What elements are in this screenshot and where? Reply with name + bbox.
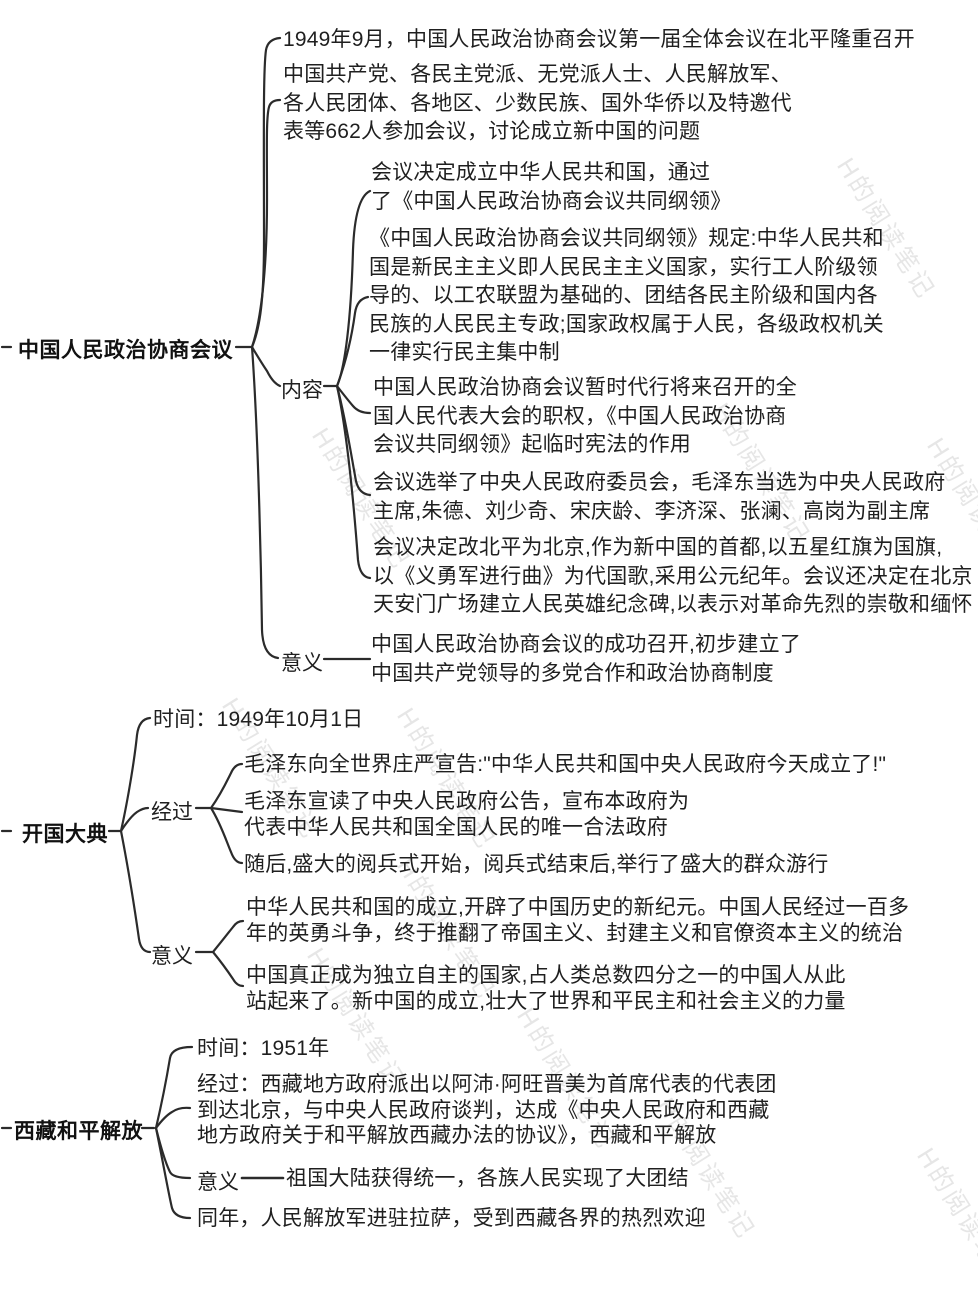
node-process-announcement: 毛泽东宣读了中央人民政府公告，宣布本政府为 代表中华人民共和国全国人民的唯一合法…: [244, 790, 690, 839]
node-tibet-significance: 祖国大陆获得统一，各族人民实现了大团结: [286, 1167, 689, 1190]
topic-tibet-liberation: 西藏和平解放: [14, 1120, 143, 1143]
label-ceremony-significance: 意义: [151, 945, 193, 968]
label-tibet-significance: 意义: [197, 1171, 239, 1194]
node-tibet-pla-lhasa: 同年，人民解放军进驻拉萨，受到西藏各界的热烈欢迎: [197, 1207, 706, 1230]
topic-founding-ceremony: 开国大典: [22, 823, 108, 846]
node-cppcc-participants: 中国共产党、各民主党派、无党派人士、人民解放军、 各人民团体、各地区、少数民族、…: [283, 63, 792, 144]
node-content-election: 会议选举了中央人民政府委员会，毛泽东当选为中央人民政府 主席,朱德、刘少奇、宋庆…: [373, 471, 946, 523]
node-tibet-process: 经过：西藏地方政府派出以阿沛·阿旺晋美为首席代表的代表团 到达北京，与中央人民政…: [197, 1073, 777, 1147]
node-ceremony-time: 时间：1949年10月1日: [153, 708, 364, 731]
label-ceremony-process: 经过: [151, 801, 193, 824]
node-cppcc-convened: 1949年9月，中国人民政治协商会议第一届全体会议在北平隆重召开: [283, 28, 915, 51]
topic-cppcc: 中国人民政治协商会议: [18, 339, 233, 362]
node-content-acting-npc: 中国人民政治协商会议暂时代行将来召开的全 国人民代表大会的职权，《中国人民政治协…: [373, 376, 797, 457]
watermark-text: H的阅读笔记: [911, 1143, 978, 1295]
label-cppcc-significance: 意义: [281, 652, 323, 675]
node-tibet-time: 时间：1951年: [197, 1037, 330, 1060]
node-process-parade: 随后,盛大的阅兵式开始，阅兵式结束后,举行了盛大的群众游行: [244, 853, 829, 876]
node-significance-independence: 中国真正成为独立自主的国家,占人类总数四分之一的中国人从此 站起来了。新中国的成…: [246, 964, 846, 1013]
node-cppcc-significance: 中国人民政治协商会议的成功召开,初步建立了 中国共产党领导的多党合作和政治协商制…: [371, 633, 802, 685]
node-content-capital-flag: 会议决定改北平为北京,作为新中国的首都,以五星红旗为国旗, 以《义勇军进行曲》为…: [373, 536, 973, 617]
node-content-program: 《中国人民政治协商会议共同纲领》规定:中华人民共和 国是新民主主义即人民民主主义…: [369, 227, 884, 365]
node-significance-new-era: 中华人民共和国的成立,开辟了中国历史的新纪元。中国人民经过一百多 年的英勇斗争，…: [246, 896, 910, 945]
node-process-proclaim: 毛泽东向全世界庄严宣告:"中华人民共和国中央人民政府今天成立了!": [244, 753, 887, 776]
label-cppcc-content: 内容: [281, 379, 323, 402]
node-content-founding: 会议决定成立中华人民共和国，通过 了《中国人民政治协商会议共同纲领》: [371, 161, 732, 213]
